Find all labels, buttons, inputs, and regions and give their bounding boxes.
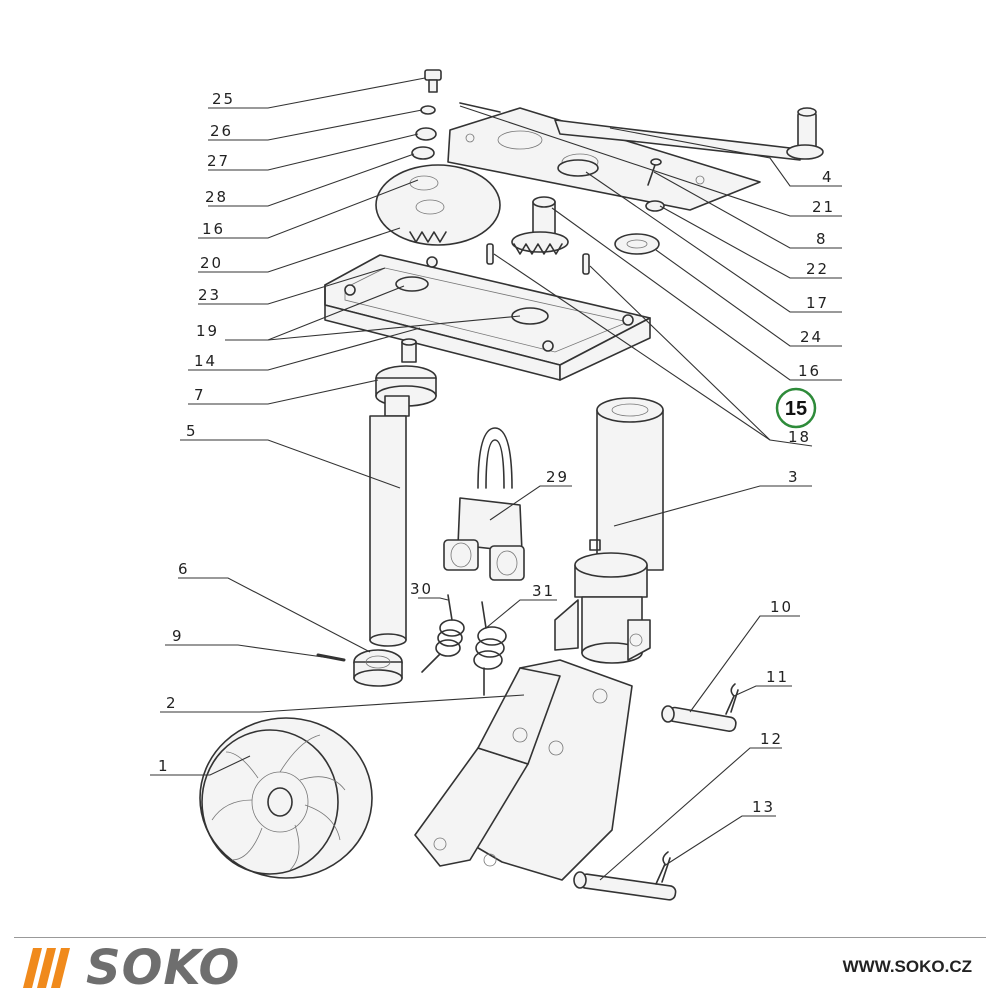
wheel-1 [199,717,373,879]
callout-9: 9 [172,627,184,645]
spring-31 [473,601,507,696]
callout-2: 2 [166,694,178,712]
washer-24 [614,233,660,255]
leader-lines [150,77,842,881]
washer-17 [557,159,599,177]
callout-25: 25 [212,90,235,108]
footer-divider [14,937,986,938]
callout-30: 30 [410,580,433,598]
callout-22: 22 [806,260,829,278]
callout-4: 4 [822,168,834,186]
callout-29: 29 [546,468,569,486]
callout-17: 17 [806,294,829,312]
highlight-15: 15 [775,387,817,429]
washer-22 [645,200,665,212]
shaft-5 [369,338,437,647]
pin-18b [582,253,590,275]
callout-1: 1 [158,757,170,775]
lever-arm-4 [554,107,824,161]
callout-27: 27 [207,152,230,170]
pin-10 [661,705,737,733]
callout-5: 5 [186,422,198,440]
frame-14 [324,254,651,381]
cotter-pin-11 [725,683,739,715]
callout-23: 23 [198,286,221,304]
tube-3 [554,397,664,664]
callout-19: 19 [196,322,219,340]
gear-shaft-15 [511,196,569,255]
washer-26 [420,105,436,115]
callout-11: 11 [766,668,789,686]
callout-13: 13 [752,798,775,816]
pin-12 [573,871,677,901]
gear-plate-16 [375,164,501,246]
cotter-pin-13 [655,851,671,885]
callout-24: 24 [800,328,823,346]
website-link[interactable]: WWW.SOKO.CZ [842,957,972,976]
callout-14: 14 [194,352,217,370]
brand-name: SOKO [86,940,241,996]
callout-26: 26 [210,122,233,140]
callout-16b: 16 [798,362,821,380]
washer-27 [415,127,437,141]
callout-12: 12 [760,730,783,748]
bracket-29 [443,427,525,581]
callout-31: 31 [532,582,555,600]
washer-28 [411,146,435,160]
soko-logo: SOKO [23,940,241,996]
highlight-15-number: 15 [785,398,807,420]
callout-16: 16 [202,220,225,238]
callout-28: 28 [205,188,228,206]
pin-9 [316,653,346,662]
callout-3: 3 [788,468,800,486]
callout-labels: 25 26 27 28 16 20 23 19 14 7 5 6 9 2 1 4… [158,90,835,816]
bushing-6 [353,649,403,687]
callout-20: 20 [200,254,223,272]
cotter-pin-8 [647,158,662,186]
callout-7: 7 [194,386,206,404]
pin-18a [486,243,494,265]
fork-2 [414,659,633,881]
callout-6: 6 [178,560,190,578]
callout-8: 8 [816,230,828,248]
callout-18: 18 [788,428,811,446]
callout-10: 10 [770,598,793,616]
bolt-25 [424,69,442,93]
callout-21: 21 [812,198,835,216]
spring-30 [421,594,465,673]
